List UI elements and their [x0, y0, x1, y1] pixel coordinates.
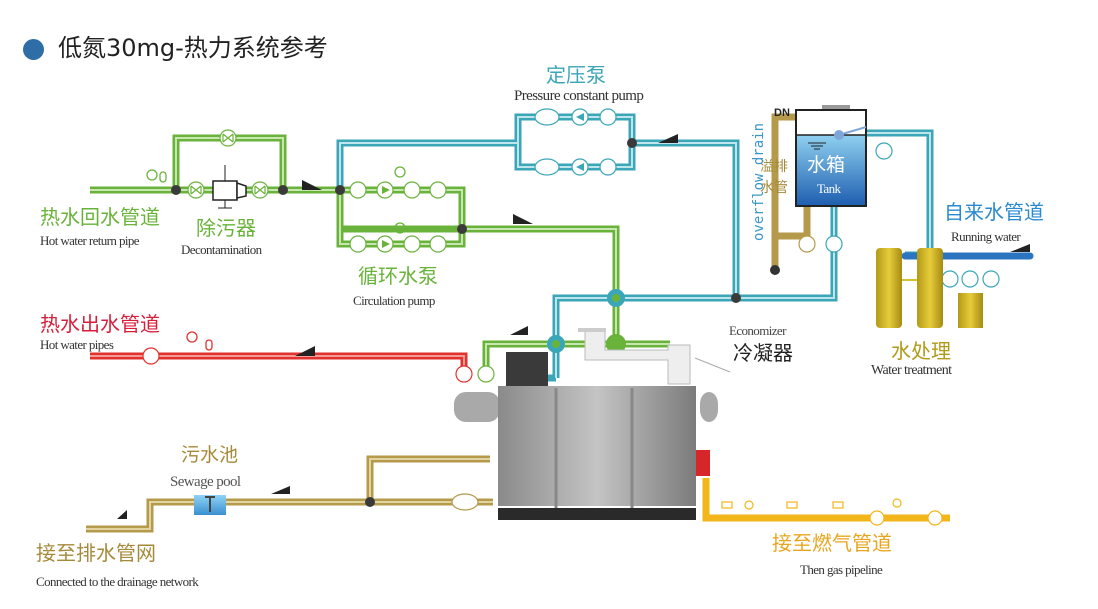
tank-label-cn: 水箱 [807, 154, 846, 176]
diagram-title: 低氮30mg-热力系统参考 [58, 34, 328, 62]
economizer-label-cn: 冷凝器 [733, 341, 793, 365]
overflow-label-en: overflow drain [751, 122, 768, 242]
pressure-pump-label-en: Pressure constant pump [514, 88, 644, 104]
gas-fittings [721, 498, 902, 510]
boiler [454, 328, 731, 520]
water-treatment-unit [876, 248, 983, 328]
running-water-label-cn: 自来水管道 [944, 200, 1044, 224]
running-water-label-en: Running water [951, 229, 1021, 244]
hot-return-label-en: Hot water return pipe [40, 233, 140, 248]
circulation-pump-label-en: Circulation pump [353, 293, 435, 308]
pressure-pump-label-cn: 定压泵 [546, 63, 606, 87]
water-treatment-label-en: Water treatment [871, 363, 952, 378]
flow-direction-arrows [117, 134, 1030, 519]
tank-dn-label: DN [774, 107, 790, 119]
drainage-label-en: Connected to the drainage network [36, 574, 199, 589]
overflow-label-cn-1: 溢排 [760, 159, 788, 175]
tank-label-en: Tank [817, 181, 841, 196]
title-bullet-icon [23, 39, 44, 60]
circulation-pump-label-cn: 循环水泵 [358, 264, 438, 288]
water-tank [795, 105, 867, 207]
water-treatment-label-cn: 水处理 [891, 339, 951, 363]
gas-pipe [702, 478, 950, 522]
gas-label-cn: 接至燃气管道 [772, 531, 892, 555]
gas-label-en: Then gas pipeline [800, 562, 883, 577]
valve-icons [142, 108, 1000, 526]
economizer-label-en: Economizer [729, 323, 786, 338]
hot-supply-label-cn: 热水出水管道 [40, 312, 160, 336]
hot-return-label-cn: 热水回水管道 [40, 205, 160, 229]
sewage-pool-label-cn: 污水池 [181, 444, 239, 466]
valve-glyphs [190, 133, 266, 195]
decontaminator-icon [212, 165, 247, 209]
sewage-pool-label-en: Sewage pool [170, 474, 241, 490]
decontamination-label-en: Decontamination [181, 242, 262, 257]
decontamination-label-cn: 除污器 [196, 216, 256, 240]
sewage-pool [194, 495, 226, 515]
hot-supply-label-en: Hot water pipes [40, 337, 114, 352]
gauge-icons [146, 166, 406, 234]
overflow-label-cn-2: 水管 [760, 180, 788, 196]
drainage-label-cn: 接至排水管网 [36, 541, 156, 565]
junction-dots [171, 138, 741, 507]
